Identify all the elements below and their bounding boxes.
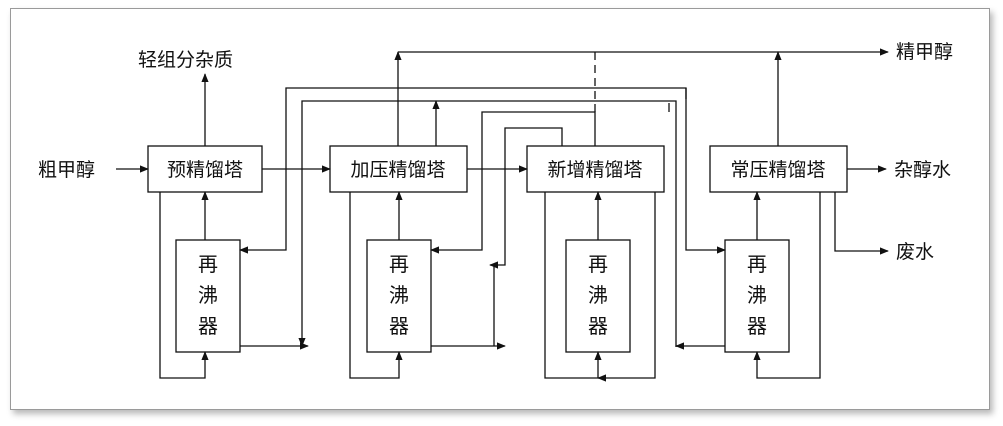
reboiler-1-char-2: 沸	[198, 283, 218, 307]
new-top-to-condenser	[489, 127, 563, 269]
reboiler-2: 再 沸 器	[366, 239, 432, 353]
pressure-tower-label: 加压精馏塔	[350, 159, 445, 181]
pre-bottom-to-reboiler-1	[159, 192, 209, 379]
reboiler-3-char-3: 器	[588, 314, 608, 338]
reboiler-4-char-3: 器	[747, 314, 767, 338]
vapor-to-reboiler-2	[430, 111, 596, 254]
pre-tower-label: 预精馏塔	[167, 159, 243, 181]
waste-water-label: 废水	[896, 241, 934, 263]
reboiler-4: 再 沸 器	[724, 239, 790, 353]
reboiler-3-char-2: 沸	[588, 283, 608, 307]
waste-water-arrow	[834, 192, 889, 255]
reboiler-3: 再 沸 器	[565, 239, 631, 353]
new-bottom-to-reboiler-3	[544, 192, 602, 379]
pre-distillation-tower: 预精馏塔	[147, 145, 263, 193]
reboiler-2-char-3: 器	[389, 314, 409, 338]
reboiler-4-char-2: 沸	[747, 283, 767, 307]
product-methanol-label: 精甲醇	[896, 41, 953, 63]
pressure-top-vapor-loop	[298, 100, 677, 347]
reboiler-4-char-1: 再	[747, 252, 767, 276]
new-distillation-tower: 新增精馏塔	[526, 145, 665, 193]
atmospheric-distillation-tower: 常压精馏塔	[709, 145, 848, 193]
steam-loop-2	[685, 88, 726, 254]
pressure-distillation-tower: 加压精馏塔	[329, 145, 468, 193]
reboiler-3-char-1: 再	[588, 252, 608, 276]
reboiler-2-char-2: 沸	[389, 283, 409, 307]
pressure-bottom-to-reboiler-2	[349, 192, 403, 379]
new-bottom-outlet	[597, 192, 656, 382]
light-impurities-label: 轻组分杂质	[138, 49, 233, 71]
reboiler-1: 再 沸 器	[175, 239, 241, 353]
atm-tower-label: 常压精馏塔	[730, 159, 825, 181]
reboiler-1-char-1: 再	[198, 252, 218, 276]
fusel-water-label: 杂醇水	[894, 159, 951, 181]
reboiler-1-char-3: 器	[198, 314, 218, 338]
reboiler-2-char-1: 再	[389, 252, 409, 276]
new-tower-label: 新增精馏塔	[547, 159, 642, 181]
atm-bottom-to-reboiler-4	[753, 192, 821, 379]
feed-label: 粗甲醇	[38, 159, 95, 181]
